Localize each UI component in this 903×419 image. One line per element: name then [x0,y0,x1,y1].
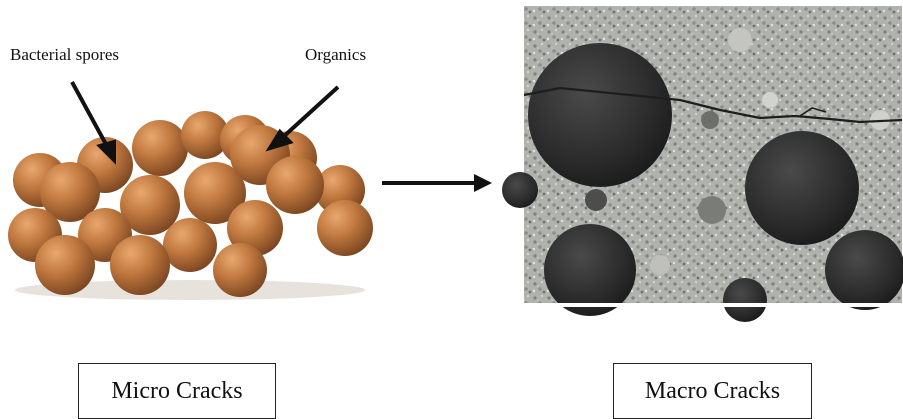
bead [317,200,373,256]
bacterial-spores-pointer [72,82,108,148]
bead [110,235,170,295]
dark-aggregate [825,230,903,310]
bead [132,120,188,176]
label-organics: Organics [305,45,366,65]
caption-macro-cracks: Macro Cracks [613,363,812,419]
dark-aggregate [723,278,767,322]
right-arrow-icon [382,174,492,192]
dark-aggregate [544,224,636,316]
bead [266,156,324,214]
organics-pointer [282,87,338,138]
spore-beads-illustration [8,111,373,300]
label-bacterial-spores: Bacterial spores [10,45,119,65]
dark-aggregate [528,43,672,187]
dark-aggregate [745,131,859,245]
caption-micro-cracks: Micro Cracks [78,363,276,419]
bead [163,218,217,272]
bead [213,243,267,297]
dark-aggregate [502,172,538,208]
bead [35,235,95,295]
